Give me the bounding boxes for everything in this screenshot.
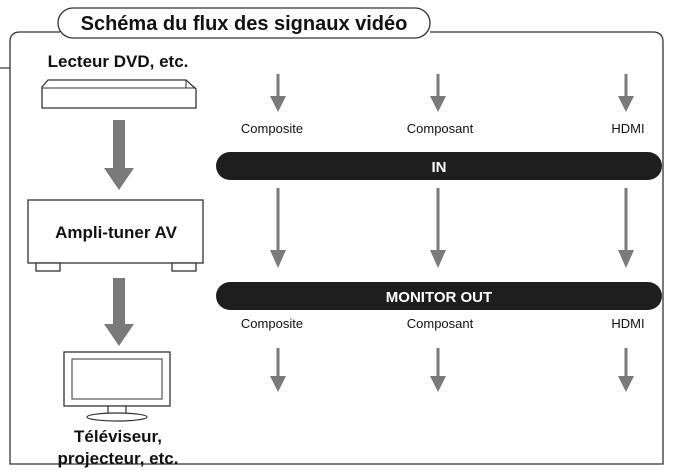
label-input-composite: Composite (241, 121, 303, 136)
dvd-player-icon (41, 79, 197, 109)
title-pill (57, 7, 431, 39)
label-output-composite: Composite (241, 316, 303, 331)
diagram-title: Schéma du flux des signaux vidéo (81, 13, 408, 35)
arrow-input-component (430, 74, 446, 112)
arrow-through-component (430, 188, 446, 268)
label-output-component: Composant (407, 316, 474, 331)
receiver-label: Ampli-tuner AV (55, 223, 177, 242)
label-output-hdmi: HDMI (611, 316, 644, 331)
source-device-label: Lecteur DVD, etc. (48, 52, 189, 71)
arrow-input-composite (270, 74, 286, 112)
display-label-line1: Téléviseur, (74, 427, 162, 446)
label-input-hdmi: HDMI (611, 121, 644, 136)
arrow-output-composite (270, 348, 286, 392)
av-receiver-icon (27, 199, 204, 272)
monitor-out-bar (216, 282, 662, 310)
tv-icon (63, 351, 171, 422)
arrow-input-hdmi (618, 74, 634, 112)
arrow-output-hdmi (618, 348, 634, 392)
in-bar-label: IN (432, 159, 447, 176)
label-input-component: Composant (407, 121, 474, 136)
arrow-through-composite (270, 188, 286, 268)
arrow-receiver-to-display (104, 278, 134, 346)
arrow-through-hdmi (618, 188, 634, 268)
monitor-out-bar-label: MONITOR OUT (386, 289, 492, 306)
arrow-source-to-receiver (104, 120, 134, 190)
arrow-output-component (430, 348, 446, 392)
in-bar (216, 152, 662, 180)
diagram-frame (9, 31, 664, 465)
display-label-line2: projecteur, etc. (58, 449, 179, 468)
